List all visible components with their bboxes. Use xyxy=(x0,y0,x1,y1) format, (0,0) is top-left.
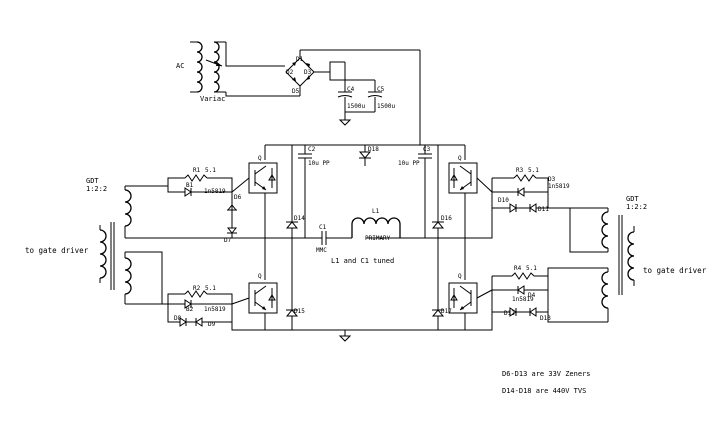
right-bottom-diode-part: 1n5819 xyxy=(512,296,534,303)
d8-label: D8 xyxy=(174,315,182,322)
c5-name: C5 xyxy=(377,86,385,93)
left-gdt-secondary-top xyxy=(124,186,265,239)
d12-label: D12 xyxy=(504,310,515,317)
left-gdt-input-label: to gate driver xyxy=(25,246,89,255)
left-top-diode-part: 1n5819 xyxy=(204,188,226,195)
d15-tvs xyxy=(285,238,299,330)
d7-label: D7 xyxy=(224,237,232,244)
r2-value: 5.1 xyxy=(205,285,216,292)
d18-label: D18 xyxy=(368,146,379,153)
d1-label: D1 xyxy=(296,56,304,63)
l1-label: PRIMARY xyxy=(365,235,391,242)
r2-name: R2 xyxy=(193,285,201,292)
d18-tvs xyxy=(358,145,372,166)
l1-name: L1 xyxy=(372,208,380,215)
q-label-bottom-right: Q xyxy=(458,273,462,280)
note-tvs: D14-D18 are 440V TVS xyxy=(502,387,586,395)
c1-type: MMC xyxy=(316,247,327,254)
c1-name: C1 xyxy=(319,224,327,231)
l1-primary-inductor xyxy=(351,217,425,239)
r1-value: 5.1 xyxy=(205,167,216,174)
igbt-bottom-left xyxy=(248,238,278,330)
d15-label: D15 xyxy=(294,308,305,315)
right-top-diode-part: 1n5819 xyxy=(548,183,570,190)
left-bottom-gate-network xyxy=(125,251,265,331)
right-gdt-title: GDT xyxy=(626,195,639,203)
d14-tvs xyxy=(285,145,299,238)
q-label-top-left: Q xyxy=(258,155,262,162)
c2-name: C2 xyxy=(308,146,316,153)
variac-label: Variac xyxy=(200,95,225,103)
c3-capacitor xyxy=(418,145,432,238)
left-bottom-diode-part: 1n5819 xyxy=(204,306,226,313)
d4-label: D4 xyxy=(528,292,536,299)
c2-value: 10u PP xyxy=(308,160,330,167)
left-top-gate-network xyxy=(125,174,250,238)
d16-label: D16 xyxy=(441,215,452,222)
ac-label: AC xyxy=(176,62,184,70)
ground-symbol xyxy=(338,119,352,126)
note-zeners: D6-D13 are 33V Zeners xyxy=(502,370,591,378)
b2-label: B2 xyxy=(186,306,194,313)
left-gdt-title: GDT xyxy=(86,177,99,185)
r4-value: 5.1 xyxy=(526,265,537,272)
d11-label: D11 xyxy=(538,206,549,213)
right-gdt-primary xyxy=(618,215,635,295)
c3-name: C3 xyxy=(423,146,431,153)
d9-label: D9 xyxy=(208,321,216,328)
d16-tvs xyxy=(431,145,445,238)
c3-value: 10u PP xyxy=(398,160,420,167)
igbt-top-left xyxy=(248,145,278,238)
d10-label: D10 xyxy=(498,197,509,204)
power-rails xyxy=(265,144,465,342)
left-gdt-primary xyxy=(99,222,115,290)
right-bottom-gate-network xyxy=(465,267,608,331)
r3-value: 5.1 xyxy=(528,167,539,174)
q-label-bottom-left: Q xyxy=(258,273,262,280)
r3-name: R3 xyxy=(516,167,524,174)
right-gdt-input-label: to gate driver xyxy=(643,266,707,275)
d3-label: D3 xyxy=(548,176,556,183)
igbt-bottom-right xyxy=(448,238,478,330)
left-gdt-secondary-bottom xyxy=(124,252,132,304)
right-top-gate-network xyxy=(465,174,570,239)
d17-tvs xyxy=(431,238,445,330)
tuned-note: L1 and C1 tuned xyxy=(331,257,394,265)
d17-label: D17 xyxy=(441,308,452,315)
q-label-top-right: Q xyxy=(458,155,462,162)
d13-label: D13 xyxy=(540,315,551,322)
filter-capacitors xyxy=(329,50,421,145)
igbt-top-right xyxy=(448,145,478,238)
right-gdt-ratio: 1:2:2 xyxy=(626,203,647,211)
variac-transformer xyxy=(190,41,226,93)
bridge-rectifier xyxy=(285,49,420,96)
c5-value: 1500u xyxy=(377,103,395,110)
c2-capacitor xyxy=(298,145,312,238)
d3-label: D3 xyxy=(304,69,312,76)
d2-label: D2 xyxy=(286,69,294,76)
right-gdt-secondary-top xyxy=(569,207,609,253)
c1-capacitor xyxy=(305,231,352,245)
d5-label: D5 xyxy=(292,88,300,95)
r4-name: R4 xyxy=(514,265,522,272)
r1-name: R1 xyxy=(193,167,201,174)
c4-value: 1500u xyxy=(347,103,365,110)
b1-label: B1 xyxy=(186,182,194,189)
d14-label: D14 xyxy=(294,215,305,222)
c4-name: C4 xyxy=(347,86,355,93)
d6-label: D6 xyxy=(234,194,242,201)
left-gdt-ratio: 1:2:2 xyxy=(86,185,107,193)
right-gdt-secondary-bottom xyxy=(601,268,609,322)
